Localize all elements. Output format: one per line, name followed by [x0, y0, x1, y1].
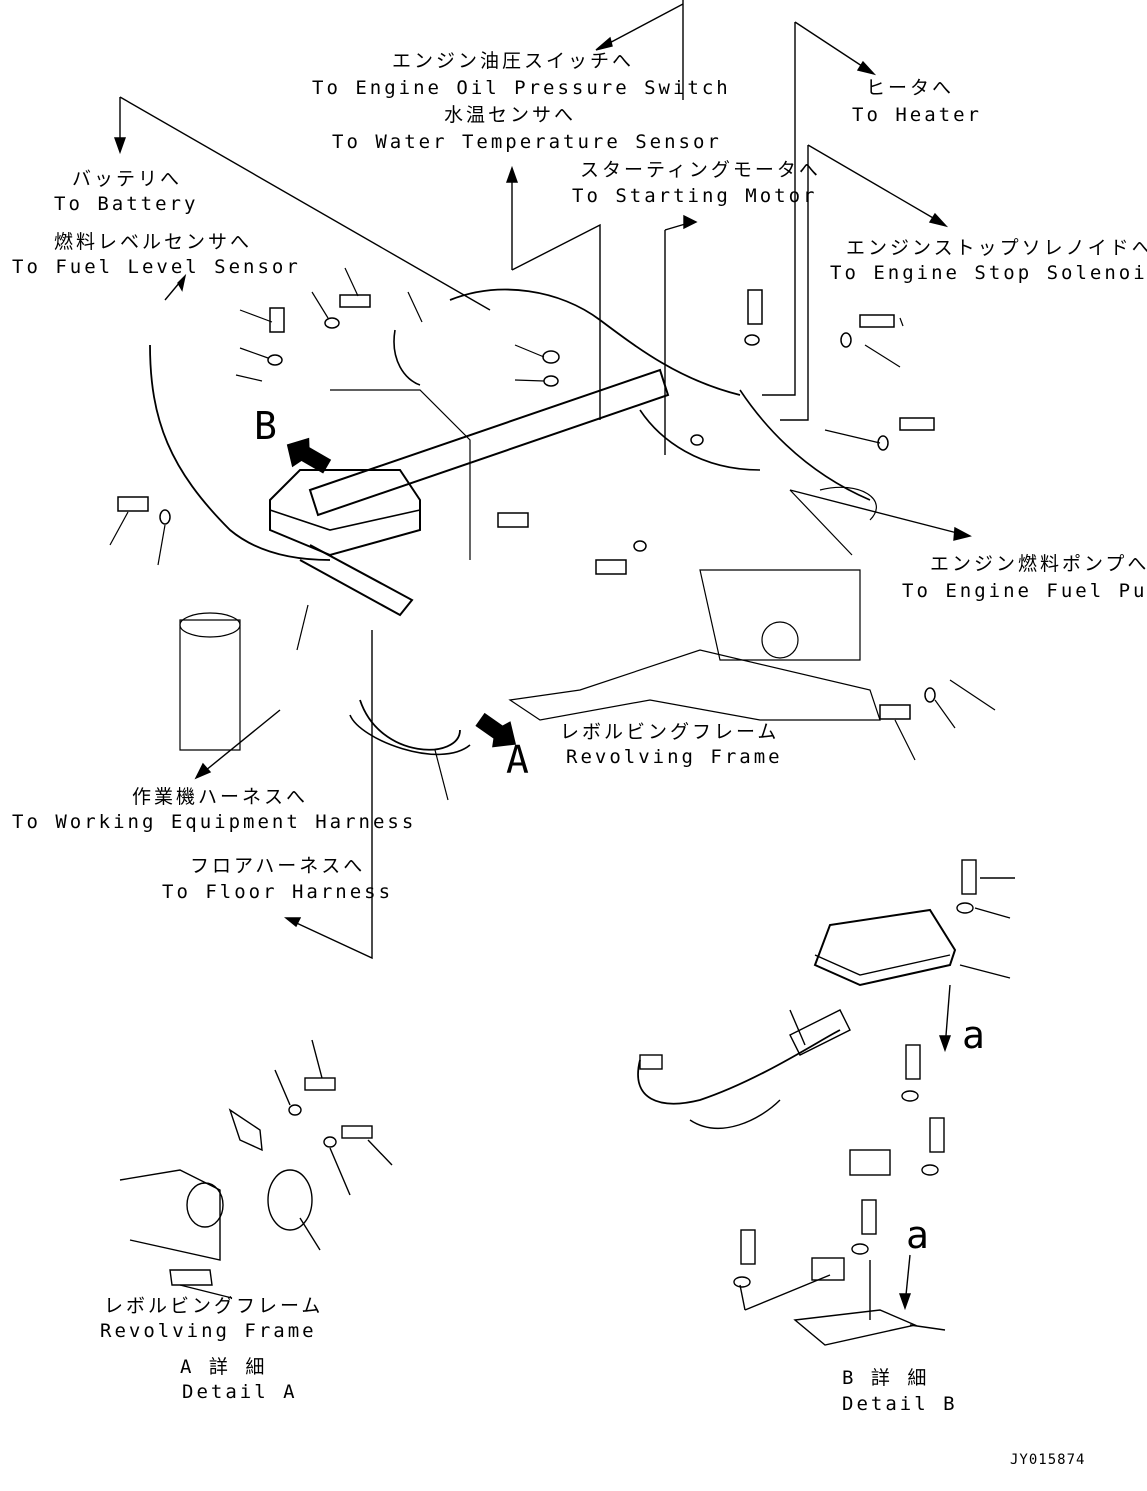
- label-water-jp: 水温センサへ: [444, 104, 577, 126]
- label-starting-jp: スターティングモータへ: [580, 159, 821, 181]
- label-battery-jp: バッテリへ: [72, 168, 183, 190]
- label-detail-a-en: Detail A: [182, 1381, 298, 1403]
- label-detail-b-en: Detail B: [842, 1393, 958, 1415]
- label-heater-en: To Heater: [852, 104, 982, 126]
- bolts: [117, 289, 936, 720]
- label-working-jp: 作業機ハーネスへ: [132, 786, 309, 808]
- label-working-en: To Working Equipment Harness: [12, 811, 417, 833]
- label-detail-b-jp: B 詳 細: [842, 1367, 930, 1389]
- label-rev2-jp: レボルビングフレーム: [104, 1295, 324, 1317]
- label-detail-a-jp: A 詳 細: [180, 1356, 268, 1378]
- label-revolving-jp: レボルビングフレーム: [560, 721, 780, 743]
- label-stop-jp: エンジンストップソレノイドへ: [846, 237, 1147, 259]
- leader-lines: [114, 0, 972, 960]
- label-fuel-level-jp: 燃料レベルセンサへ: [54, 231, 253, 253]
- detail-a-drawing: [119, 1039, 393, 1299]
- view-label-b: B: [254, 404, 277, 448]
- label-stop-en: To Engine Stop Solenoid: [830, 262, 1147, 284]
- label-rev2-en: Revolving Frame: [100, 1320, 317, 1342]
- label-battery-en: To Battery: [54, 193, 199, 215]
- drawing-number: JY015874: [1010, 1452, 1086, 1468]
- label-water-en: To Water Temperature Sensor: [332, 131, 722, 153]
- label-fuel-pump-jp: エンジン燃料ポンプへ: [930, 553, 1147, 575]
- label-heater-jp: ヒータへ: [866, 77, 955, 99]
- label-floor-en: To Floor Harness: [162, 881, 394, 903]
- label-oil-jp: エンジン油圧スイッチへ: [392, 50, 635, 72]
- view-label-a: A: [506, 738, 529, 782]
- mark-a-lower: a: [906, 1213, 929, 1257]
- revolving-frame-outline: [179, 389, 881, 751]
- label-fuel-level-en: To Fuel Level Sensor: [12, 256, 301, 278]
- controller-box: [269, 469, 421, 557]
- main-harness: [149, 288, 871, 756]
- label-revolving-en: Revolving Frame: [566, 746, 783, 768]
- view-arrows: [286, 437, 517, 748]
- label-starting-en: To Starting Motor: [572, 185, 818, 207]
- mark-a-upper: a: [962, 1013, 985, 1057]
- label-oil-en: To Engine Oil Pressure Switch: [312, 77, 731, 99]
- part-leaders: [109, 267, 996, 801]
- label-floor-jp: フロアハーネスへ: [190, 855, 366, 877]
- label-fuel-pump-en: To Engine Fuel Pump: [902, 580, 1147, 602]
- detail-b-drawing: [637, 859, 1015, 1346]
